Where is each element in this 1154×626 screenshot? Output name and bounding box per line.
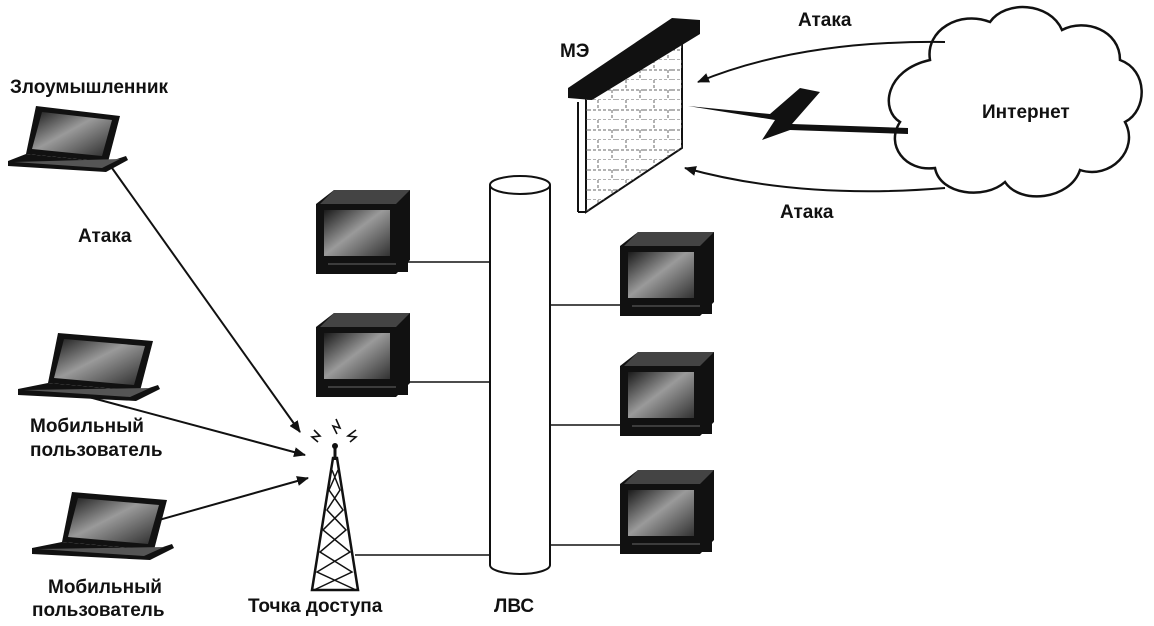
label-mobile-user-2-line1: Мобильный bbox=[48, 577, 162, 598]
internet-cloud-icon bbox=[887, 5, 1143, 198]
laptop-mobile-user-2-icon bbox=[32, 492, 174, 560]
lan-cylinder bbox=[489, 175, 551, 575]
label-firewall: МЭ bbox=[560, 41, 589, 62]
label-attacker: Злоумышленник bbox=[10, 77, 169, 98]
label-attack-top: Атака bbox=[798, 10, 852, 31]
label-lan: ЛВС bbox=[494, 596, 534, 617]
desktop-2-icon bbox=[316, 313, 410, 397]
laptop-attacker-icon bbox=[8, 106, 128, 172]
desktop-1-icon bbox=[316, 190, 410, 274]
label-internet: Интернет bbox=[982, 102, 1070, 123]
desktop-3-icon bbox=[620, 232, 714, 316]
label-mobile-user-1-line1: Мобильный bbox=[30, 416, 144, 437]
internet-link-lightning bbox=[688, 88, 908, 140]
firewall-wall-icon bbox=[568, 18, 700, 214]
access-point-tower-icon bbox=[310, 418, 360, 592]
label-attack-left: Атака bbox=[78, 226, 132, 247]
desktop-4-icon bbox=[620, 352, 714, 436]
desktop-5-icon bbox=[620, 470, 714, 554]
attack-arrow-bottom bbox=[684, 166, 946, 193]
label-mobile-user-2-line2: пользователь bbox=[32, 600, 165, 621]
link-mobile-user-1 bbox=[84, 395, 306, 457]
label-attack-bottom: Атака bbox=[780, 202, 834, 223]
attack-arrow-top bbox=[697, 40, 946, 83]
label-access-point: Точка доступа bbox=[248, 596, 383, 617]
label-mobile-user-1-line2: пользователь bbox=[30, 440, 163, 461]
label-mobile-user-2: Мобильный пользователь bbox=[32, 577, 167, 621]
laptop-mobile-user-1-icon bbox=[18, 333, 160, 401]
attack-arrow-attacker bbox=[111, 167, 301, 433]
label-mobile-user-1: Мобильный пользователь bbox=[30, 416, 163, 461]
